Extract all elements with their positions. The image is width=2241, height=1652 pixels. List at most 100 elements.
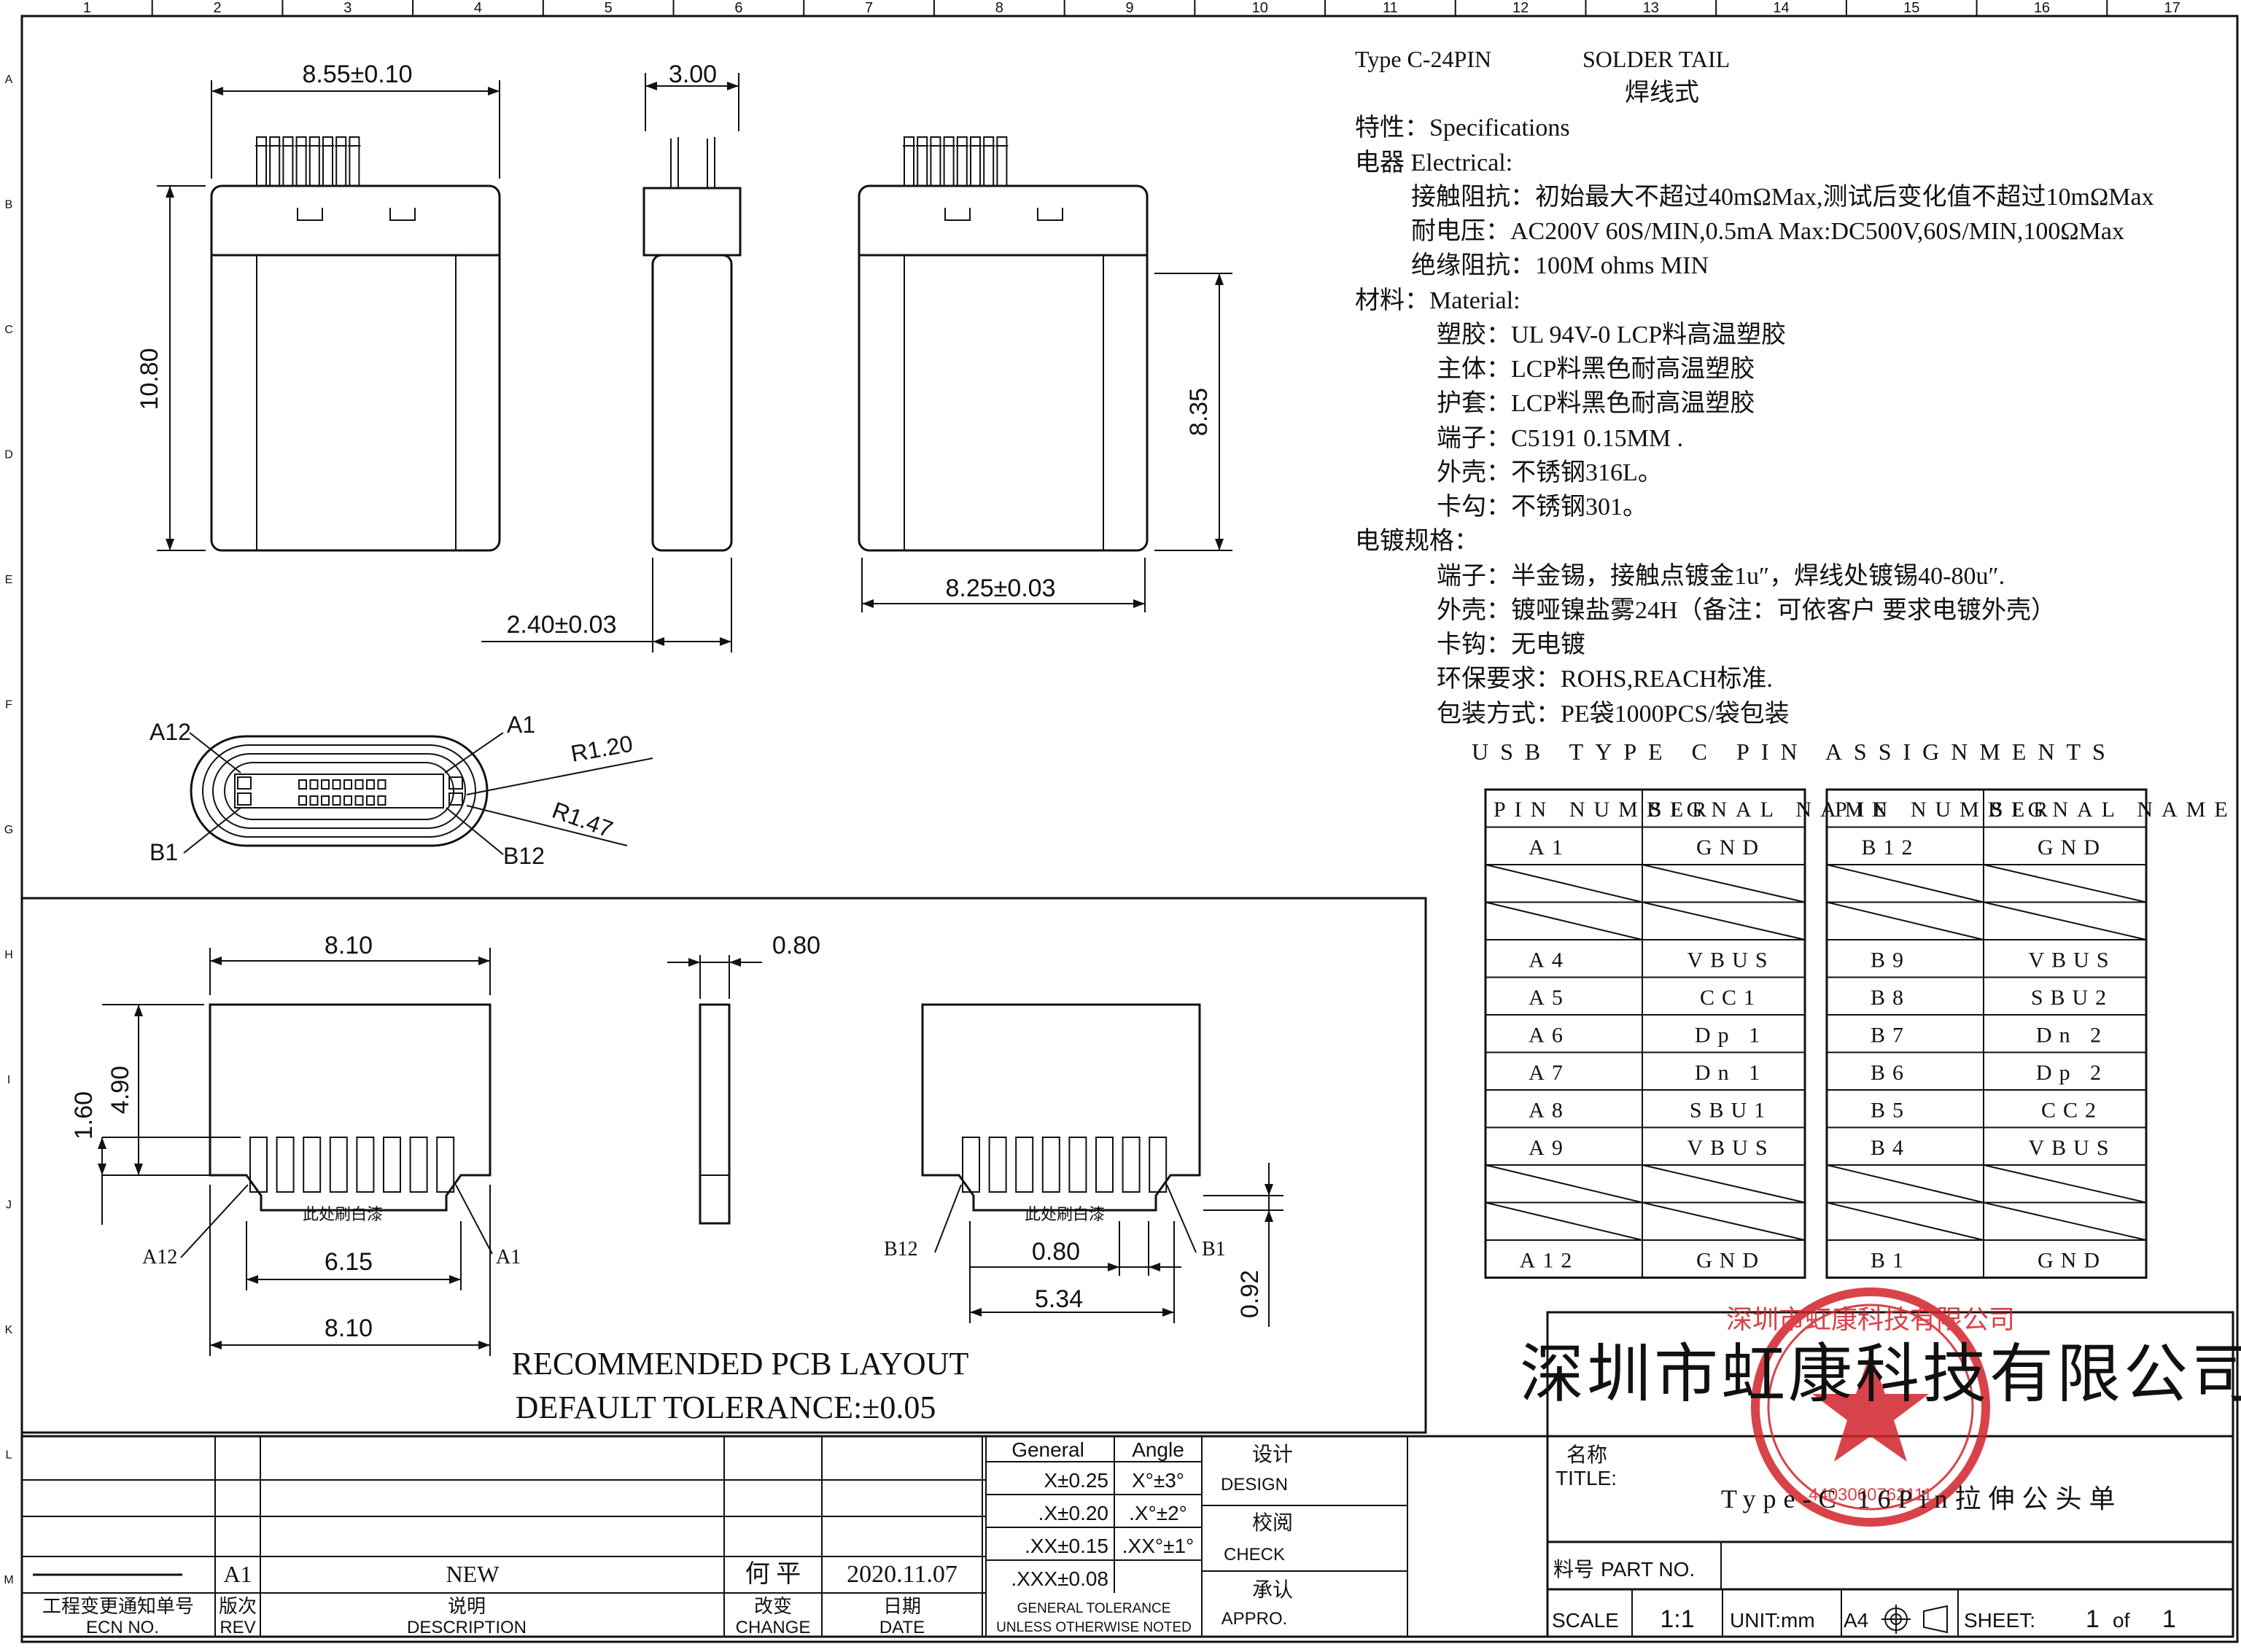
tol-general-value: .X±0.20 — [1038, 1502, 1108, 1524]
pcb-title: RECOMMENDED PCB LAYOUT — [512, 1346, 969, 1382]
rev-desc: NEW — [446, 1561, 500, 1587]
table-signal-cell: GND — [2038, 835, 2107, 860]
spec-contact: 接触阻抗：初始最大不超过40mΩMax,测试后变化值不超过10mΩMax — [1411, 183, 2154, 211]
table-signal-cell: VBUS — [2028, 948, 2116, 973]
front-view: 8.55±0.10 10.80 — [136, 61, 501, 552]
spec-plating-shell: 外壳：镀哑镍盐雾24H（备注：可依客户 要求电镀外壳） — [1437, 596, 2056, 624]
contact-top — [366, 779, 375, 790]
unit: UNIT:mm — [1730, 1609, 1815, 1632]
dim-height-a: 4.90 — [106, 1066, 134, 1114]
scale-value: 1:1 — [1660, 1605, 1694, 1633]
pcb-side-profile: 0.80 — [667, 932, 820, 1225]
row-letter: D — [4, 448, 13, 461]
spec-pack: 包装方式：PE袋1000PCS/袋包装 — [1437, 700, 1790, 728]
pcb-pad — [409, 1137, 428, 1193]
table-pin-cell: A5 — [1529, 986, 1570, 1010]
column-number: 8 — [995, 0, 1003, 16]
desc-cn: 说明 — [448, 1596, 486, 1617]
spec-shell: 外壳：不锈钢316L。 — [1437, 459, 1663, 486]
change-cn: 改变 — [754, 1596, 792, 1617]
tol-general: General — [1011, 1438, 1084, 1461]
pcb-pad — [356, 1137, 375, 1193]
table-pin-cell: A1 — [1529, 835, 1570, 860]
rev-entry: A1 — [223, 1561, 252, 1587]
end-view: A12 A1 B1 B12 R1.20 R1.47 — [149, 712, 653, 869]
table-signal-cell: GND — [2038, 1249, 2107, 1273]
rev-cn: 版次 — [219, 1596, 257, 1617]
column-number: 11 — [1383, 0, 1398, 16]
projection-symbol-icon — [1881, 1605, 1948, 1634]
spec-plating-hook: 卡钩：无电镀 — [1437, 631, 1585, 658]
company-stamp: 深圳市虹康科技有限公司 4403060762111 — [1726, 1287, 2015, 1527]
tol-angle-value: .XX°±1° — [1122, 1535, 1194, 1557]
column-number: 7 — [865, 0, 873, 16]
spec-sheath: 护套：LCP料黑色耐高温塑胶 — [1437, 389, 1755, 417]
spec-withstand: 耐电压：AC200V 60S/MIN,0.5mA Max:DC500V,60S/… — [1411, 217, 2124, 245]
table-pin-cell: B8 — [1871, 986, 1911, 1010]
column-number: 9 — [1125, 0, 1133, 16]
table-signal-cell: Dp 1 — [1695, 1024, 1767, 1048]
dim-pad-span: 6.15 — [325, 1248, 373, 1276]
left-head-pin: PIN NUMBER — [1494, 798, 1715, 822]
tol-general-value: .XX±0.15 — [1025, 1535, 1108, 1557]
table-pin-cell: B4 — [1871, 1136, 1911, 1160]
table-signal-cell: CC2 — [2041, 1099, 2103, 1123]
column-number: 12 — [1512, 0, 1529, 16]
check-cn: 校阅 — [1252, 1511, 1293, 1535]
table-pin-cell: A4 — [1529, 948, 1570, 973]
table-signal-cell: VBUS — [1687, 1136, 1774, 1160]
spec-heading: 特性：Specifications — [1355, 114, 1570, 141]
contact-top — [309, 779, 319, 790]
table-pin-cell: B5 — [1871, 1099, 1911, 1123]
table-signal-cell: VBUS — [1687, 948, 1774, 973]
dim-side: 0.92 — [1236, 1270, 1264, 1318]
rev-en: REV — [220, 1618, 255, 1637]
contact-bottom — [343, 795, 352, 806]
sheet-total: 1 — [2162, 1605, 2176, 1633]
row-letter: I — [7, 1074, 10, 1086]
paper-size: A4 — [1844, 1609, 1868, 1632]
spec-plastic: 塑胶：UL 94V-0 LCP料高温塑胶 — [1437, 321, 1786, 348]
dim-body-length: 8.35 — [1185, 388, 1213, 436]
table-signal-cell: Dp 2 — [2036, 1061, 2108, 1085]
table-signal-cell: Dn 1 — [1695, 1061, 1767, 1085]
desc-en: DESCRIPTION — [407, 1618, 527, 1637]
change-en: CHANGE — [736, 1618, 811, 1637]
label-a12: A12 — [149, 719, 191, 745]
spec-plating-terminal: 端子：半金锡，接触点镀金1u″，焊线处镀锡40-80u″. — [1437, 562, 2005, 590]
spec-solder-cn: 焊线式 — [1625, 79, 1699, 106]
table-pin-cell: B6 — [1871, 1061, 1911, 1085]
row-letter: B — [5, 198, 13, 211]
pcb-pad — [249, 1137, 268, 1193]
title-label: TITLE: — [1556, 1467, 1617, 1489]
tol-general-value: .XXX±0.08 — [1011, 1567, 1108, 1590]
gen-tol-2: UNLESS OTHERWISE NOTED — [996, 1620, 1192, 1635]
table-signal-cell: GND — [1696, 835, 1766, 860]
table-signal-cell: VBUS — [2028, 1136, 2116, 1160]
column-number: 5 — [605, 0, 613, 16]
label-pcb-b1: B1 — [1202, 1238, 1226, 1261]
pcb-pad — [1041, 1137, 1060, 1193]
pcb-pad — [1068, 1137, 1087, 1193]
pin-table-title: USB TYPE C PIN ASSIGNMENTS — [1472, 739, 2117, 765]
appro-cn: 承认 — [1252, 1578, 1293, 1602]
pcb-pad — [1015, 1137, 1034, 1193]
stamp-text: 深圳市虹康科技有限公司 — [1726, 1305, 2015, 1334]
table-pin-cell: B1 — [1871, 1249, 1911, 1273]
pcb-pad — [1095, 1137, 1114, 1193]
contact-bottom — [332, 795, 341, 806]
table-pin-cell: A9 — [1529, 1136, 1570, 1160]
contact-bottom — [309, 795, 319, 806]
date-cn: 日期 — [883, 1596, 921, 1617]
check-en: CHECK — [1224, 1545, 1285, 1565]
dim-body-width: 8.25±0.03 — [945, 574, 1055, 602]
label-pcb-a1: A1 — [496, 1246, 521, 1269]
column-number: 3 — [343, 0, 352, 16]
column-number: 15 — [1903, 0, 1919, 16]
back-view: 8.35 8.25±0.03 — [858, 136, 1232, 612]
spec-solder-tail: SOLDER TAIL — [1582, 46, 1730, 72]
stamp-code: 4403060762111 — [1809, 1485, 1933, 1505]
right-head-sig: SIGNAL NAME — [1991, 798, 2237, 822]
tol-angle-value: .X°±2° — [1129, 1502, 1187, 1524]
